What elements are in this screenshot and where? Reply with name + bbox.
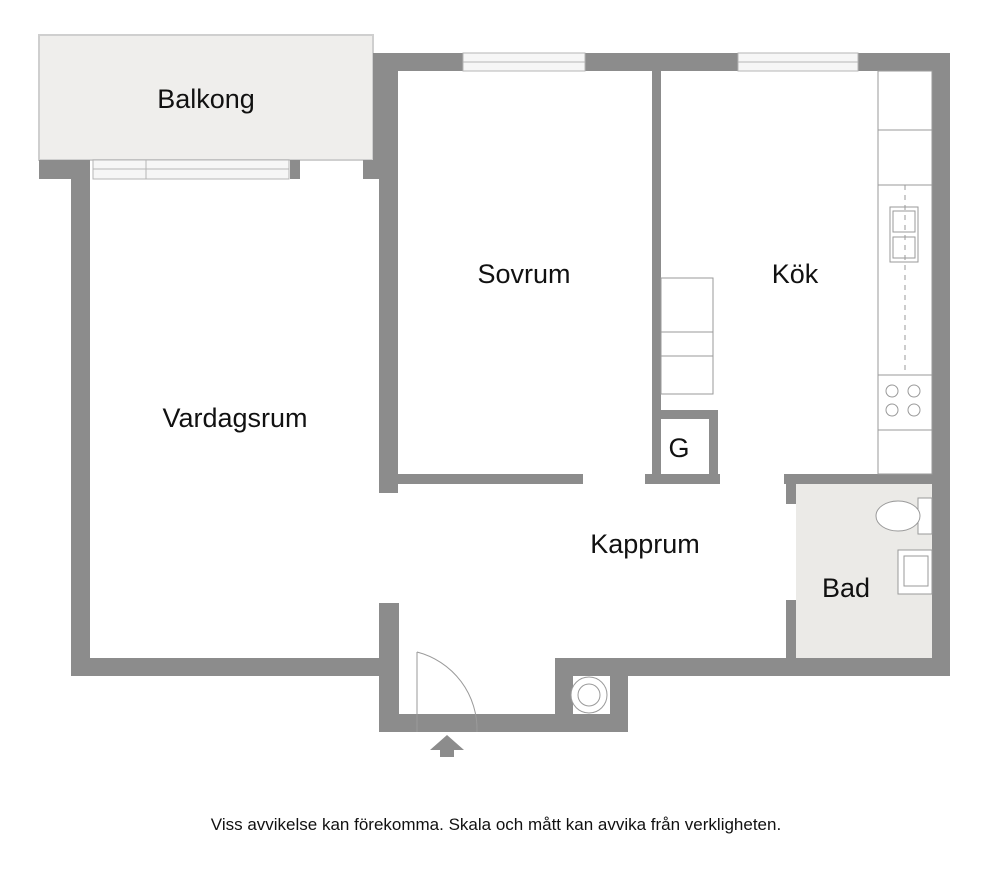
disclaimer-text: Viss avvikelse kan förekomma. Skala och … bbox=[210, 815, 782, 834]
label-kapprum: Kapprum bbox=[590, 529, 700, 559]
entrance-door bbox=[416, 651, 478, 733]
label-kok: Kök bbox=[772, 259, 819, 289]
washbasin-icon bbox=[897, 549, 933, 595]
label-balkong: Balkong bbox=[157, 84, 255, 114]
label-sovrum: Sovrum bbox=[477, 259, 570, 289]
coat-rack-icon bbox=[570, 676, 608, 714]
walls bbox=[39, 53, 950, 732]
fridge-icon bbox=[660, 277, 714, 395]
kitchen-fixtures bbox=[660, 70, 933, 475]
windows bbox=[92, 52, 859, 180]
stove-icon bbox=[885, 384, 921, 417]
entrance-arrow-icon bbox=[430, 735, 464, 757]
bathroom-fixtures bbox=[875, 497, 933, 595]
toilet-icon bbox=[875, 497, 933, 535]
sink-icon bbox=[889, 206, 919, 263]
balcony bbox=[38, 34, 374, 161]
label-g: G bbox=[668, 433, 689, 463]
label-bad: Bad bbox=[822, 573, 870, 603]
label-vardagsrum: Vardagsrum bbox=[162, 403, 307, 433]
kitchen-counter bbox=[877, 70, 933, 475]
balcony-floor bbox=[38, 34, 374, 161]
